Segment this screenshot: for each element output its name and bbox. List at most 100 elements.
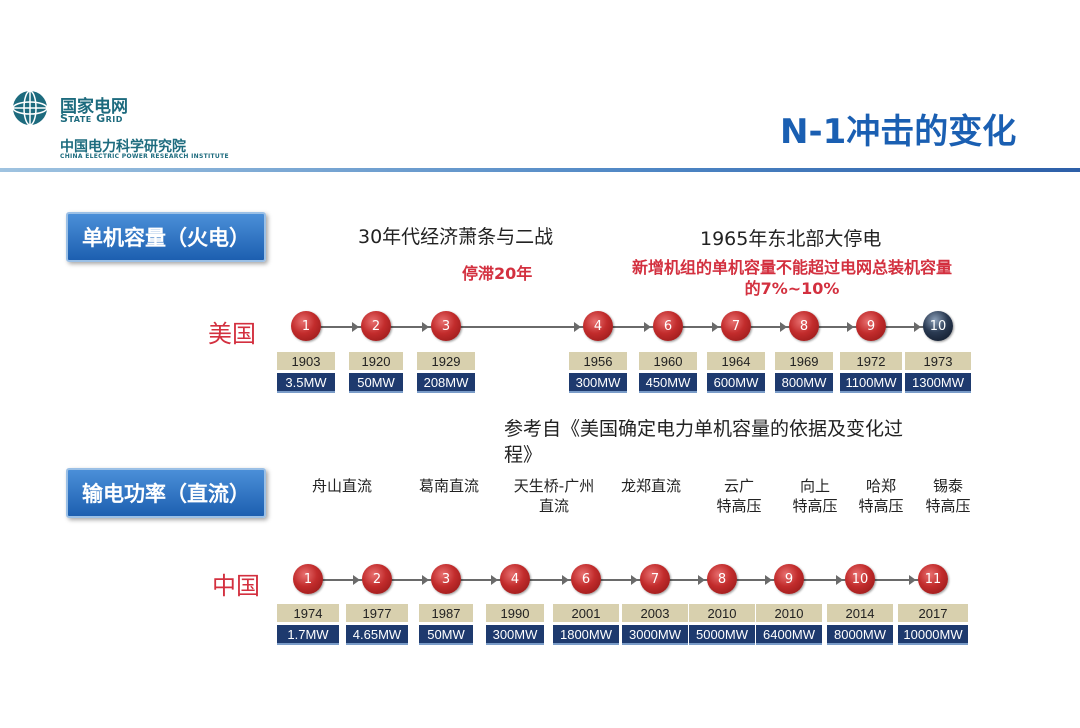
timeline-node: 4 [583, 311, 613, 341]
note-capacity-limit-line1: 新增机组的单机容量不能超过电网总装机容量 [631, 258, 952, 277]
section-label-unit-capacity: 单机容量（火电） [66, 212, 266, 262]
project-name: 龙郑直流 [596, 476, 706, 496]
timeline-capacity: 1800MW [553, 625, 619, 645]
timeline-node: 9 [774, 564, 804, 594]
timeline-capacity: 50MW [419, 625, 473, 645]
timeline-node: 11 [918, 564, 948, 594]
timeline-capacity: 10000MW [898, 625, 968, 645]
timeline-capacity: 1300MW [905, 373, 971, 393]
timeline-year: 2010 [689, 604, 755, 622]
timeline-capacity: 3000MW [622, 625, 688, 645]
timeline-arrow [352, 322, 359, 332]
timeline-arrow [712, 322, 719, 332]
project-name: 天生桥-广州直流 [499, 476, 609, 516]
project-name-line1: 舟山直流 [311, 477, 372, 495]
project-name-line2: 特高压 [858, 497, 904, 515]
project-name-line1: 锡泰 [932, 477, 963, 495]
project-name-line1: 龙郑直流 [620, 477, 681, 495]
timeline-capacity: 8000MW [827, 625, 893, 645]
note-stagnation: 停滞20年 [462, 264, 533, 283]
timeline-capacity: 4.65MW [346, 625, 408, 645]
timeline-year: 1974 [277, 604, 339, 622]
project-name-line2: 直流 [538, 497, 569, 515]
timeline-node: 7 [721, 311, 751, 341]
timeline-year: 1972 [840, 352, 902, 370]
timeline-capacity: 450MW [639, 373, 697, 393]
timeline-arrow [698, 575, 705, 585]
timeline-year: 1969 [775, 352, 833, 370]
timeline-node: 2 [361, 311, 391, 341]
timeline-line [308, 579, 933, 581]
timeline-capacity: 5000MW [689, 625, 755, 645]
note-depression-ww2: 30年代经济萧条与二战 [358, 226, 554, 248]
timeline-year: 1956 [569, 352, 627, 370]
timeline-capacity: 800MW [775, 373, 833, 393]
project-name: 葛南直流 [394, 476, 504, 496]
timeline-node: 3 [431, 564, 461, 594]
section-label-transmission-power: 输电功率（直流） [66, 468, 266, 518]
brand-name-en: State Grid [60, 112, 123, 125]
timeline-arrow [422, 322, 429, 332]
timeline-arrow [644, 322, 651, 332]
timeline-capacity: 1.7MW [277, 625, 339, 645]
note-1965-blackout: 1965年东北部大停电 [700, 228, 882, 250]
timeline-arrow [836, 575, 843, 585]
timeline-arrow [353, 575, 360, 585]
brand-name-cn: 国家电网 [60, 97, 128, 117]
timeline-node: 10 [923, 311, 953, 341]
timeline-year: 1990 [486, 604, 544, 622]
timeline-arrow [574, 322, 581, 332]
timeline-capacity: 208MW [417, 373, 475, 393]
institute-name-cn: 中国电力科学研究院 [60, 139, 186, 155]
timeline-node: 7 [640, 564, 670, 594]
project-name-line2: 特高压 [716, 497, 762, 515]
timeline-capacity: 6400MW [756, 625, 822, 645]
timeline-node: 2 [362, 564, 392, 594]
timeline-node: 3 [431, 311, 461, 341]
timeline-year: 1977 [346, 604, 408, 622]
timeline-year: 1929 [417, 352, 475, 370]
timeline-node: 8 [707, 564, 737, 594]
timeline-node: 6 [653, 311, 683, 341]
state-grid-globe-icon [12, 90, 48, 126]
timeline-arrow [909, 575, 916, 585]
timeline-year: 1973 [905, 352, 971, 370]
project-name: 云广特高压 [684, 476, 794, 516]
timeline-capacity: 300MW [569, 373, 627, 393]
timeline-capacity: 50MW [349, 373, 403, 393]
country-china: 中国 [212, 572, 260, 600]
timeline-year: 1987 [419, 604, 473, 622]
timeline-node: 8 [789, 311, 819, 341]
timeline-year: 2001 [553, 604, 619, 622]
timeline-node: 6 [571, 564, 601, 594]
timeline-arrow [422, 575, 429, 585]
timeline-arrow [914, 322, 921, 332]
timeline-year: 2010 [756, 604, 822, 622]
timeline-year: 1964 [707, 352, 765, 370]
timeline-arrow [491, 575, 498, 585]
project-name-line2: 特高压 [925, 497, 971, 515]
timeline-year: 1920 [349, 352, 403, 370]
country-usa: 美国 [208, 320, 256, 348]
timeline-line [306, 326, 938, 328]
timeline-node: 1 [293, 564, 323, 594]
page-title: N-1冲击的变化 [780, 112, 1017, 152]
timeline-capacity: 300MW [486, 625, 544, 645]
timeline-node: 1 [291, 311, 321, 341]
timeline-year: 1903 [277, 352, 335, 370]
timeline-arrow [765, 575, 772, 585]
reference-line2: 程》 [504, 444, 543, 466]
timeline-node: 9 [856, 311, 886, 341]
timeline-year: 1960 [639, 352, 697, 370]
reference-line1: 参考自《美国确定电力单机容量的依据及变化过 [504, 418, 904, 440]
project-name-line1: 云广 [723, 477, 754, 495]
project-name-line2: 特高压 [792, 497, 838, 515]
project-name: 哈郑特高压 [826, 476, 936, 516]
project-name: 向上特高压 [760, 476, 870, 516]
timeline-arrow [780, 322, 787, 332]
timeline-capacity: 3.5MW [277, 373, 335, 393]
timeline-year: 2003 [622, 604, 688, 622]
timeline-node: 4 [500, 564, 530, 594]
project-name-line1: 向上 [799, 477, 830, 495]
timeline-year: 2017 [898, 604, 968, 622]
